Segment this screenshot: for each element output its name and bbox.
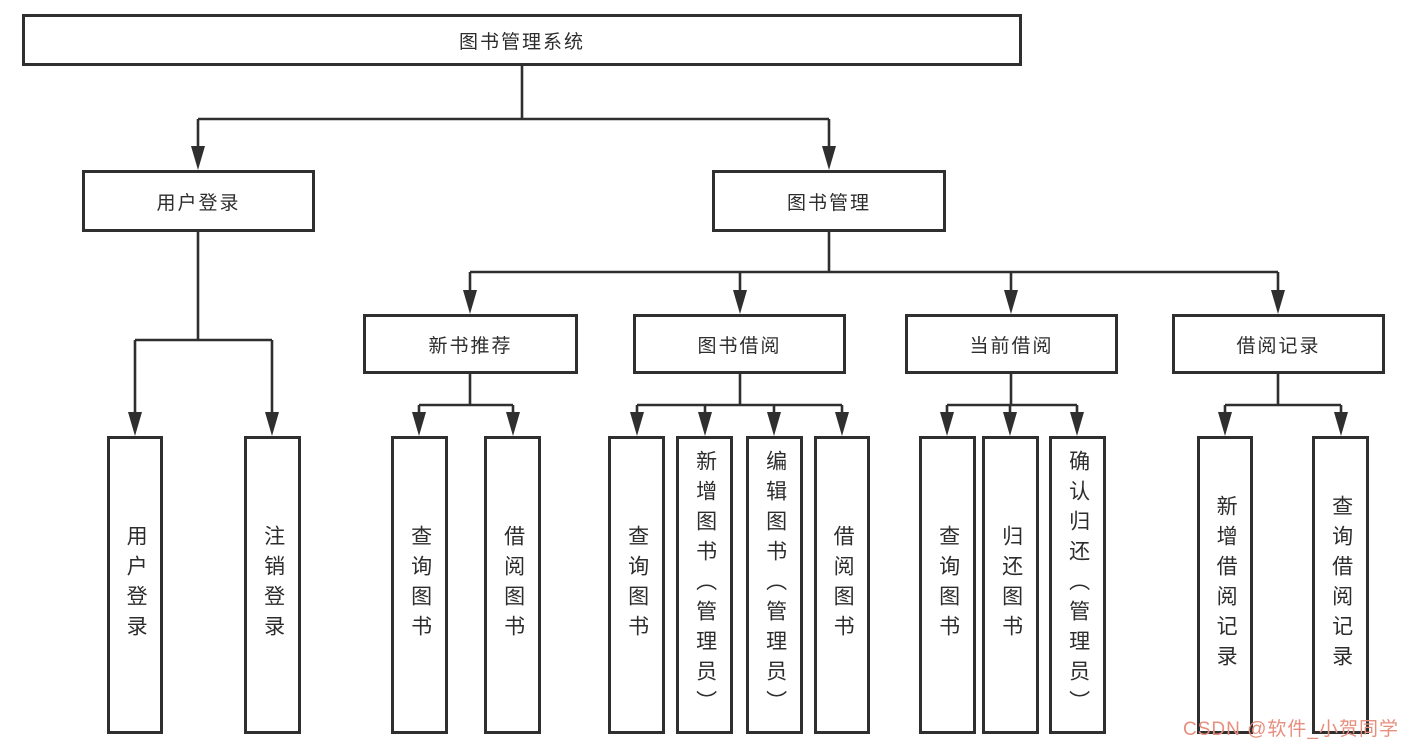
leaf-label: 查询借阅记录 (1329, 495, 1353, 675)
leaf-return-books: 归还图书 (982, 436, 1039, 734)
leaf-logout: 注销登录 (244, 436, 301, 734)
leaf-borrow-books: 借阅图书 (814, 436, 870, 734)
leaf-add-borrow-record: 新增借阅记录 (1197, 436, 1253, 734)
watermark: CSDN @软件_小贺同学 (1183, 719, 1399, 740)
node-current-borrow: 当前借阅 (905, 314, 1118, 374)
leaf-label: 借阅图书 (501, 525, 525, 645)
leaf-borrow-books-recommend: 借阅图书 (484, 436, 541, 734)
leaf-confirm-return-admin: 确认归还（管理员） (1049, 436, 1106, 734)
node-book-borrow: 图书借阅 (633, 314, 846, 374)
leaf-add-books-admin: 新增图书（管理员） (676, 436, 733, 734)
leaf-query-books-recommend: 查询图书 (391, 436, 448, 734)
leaf-label: 借阅图书 (831, 525, 855, 645)
leaf-query-books-borrow: 查询图书 (608, 436, 665, 734)
leaf-label: 注销登录 (261, 525, 285, 645)
leaf-label: 查询图书 (408, 525, 432, 645)
leaf-query-books-current: 查询图书 (919, 436, 976, 734)
leaf-label: 确认归还（管理员） (1066, 450, 1090, 720)
leaf-label: 用户登录 (124, 525, 148, 645)
node-user-login: 用户登录 (82, 170, 315, 232)
node-borrow-records: 借阅记录 (1172, 314, 1385, 374)
leaf-query-borrow-record: 查询借阅记录 (1312, 436, 1369, 734)
node-book-system: 图书管理系统 (22, 14, 1022, 66)
leaf-label: 查询图书 (936, 525, 960, 645)
leaf-label: 编辑图书（管理员） (763, 450, 787, 720)
leaf-edit-books-admin: 编辑图书（管理员） (746, 436, 803, 734)
leaf-label: 查询图书 (625, 525, 649, 645)
leaf-user-login: 用户登录 (107, 436, 163, 734)
leaf-label: 新增借阅记录 (1214, 495, 1238, 675)
node-book-management: 图书管理 (712, 170, 946, 232)
leaf-label: 归还图书 (999, 525, 1023, 645)
node-new-book-recommend: 新书推荐 (363, 314, 578, 374)
leaf-label: 新增图书（管理员） (693, 450, 717, 720)
